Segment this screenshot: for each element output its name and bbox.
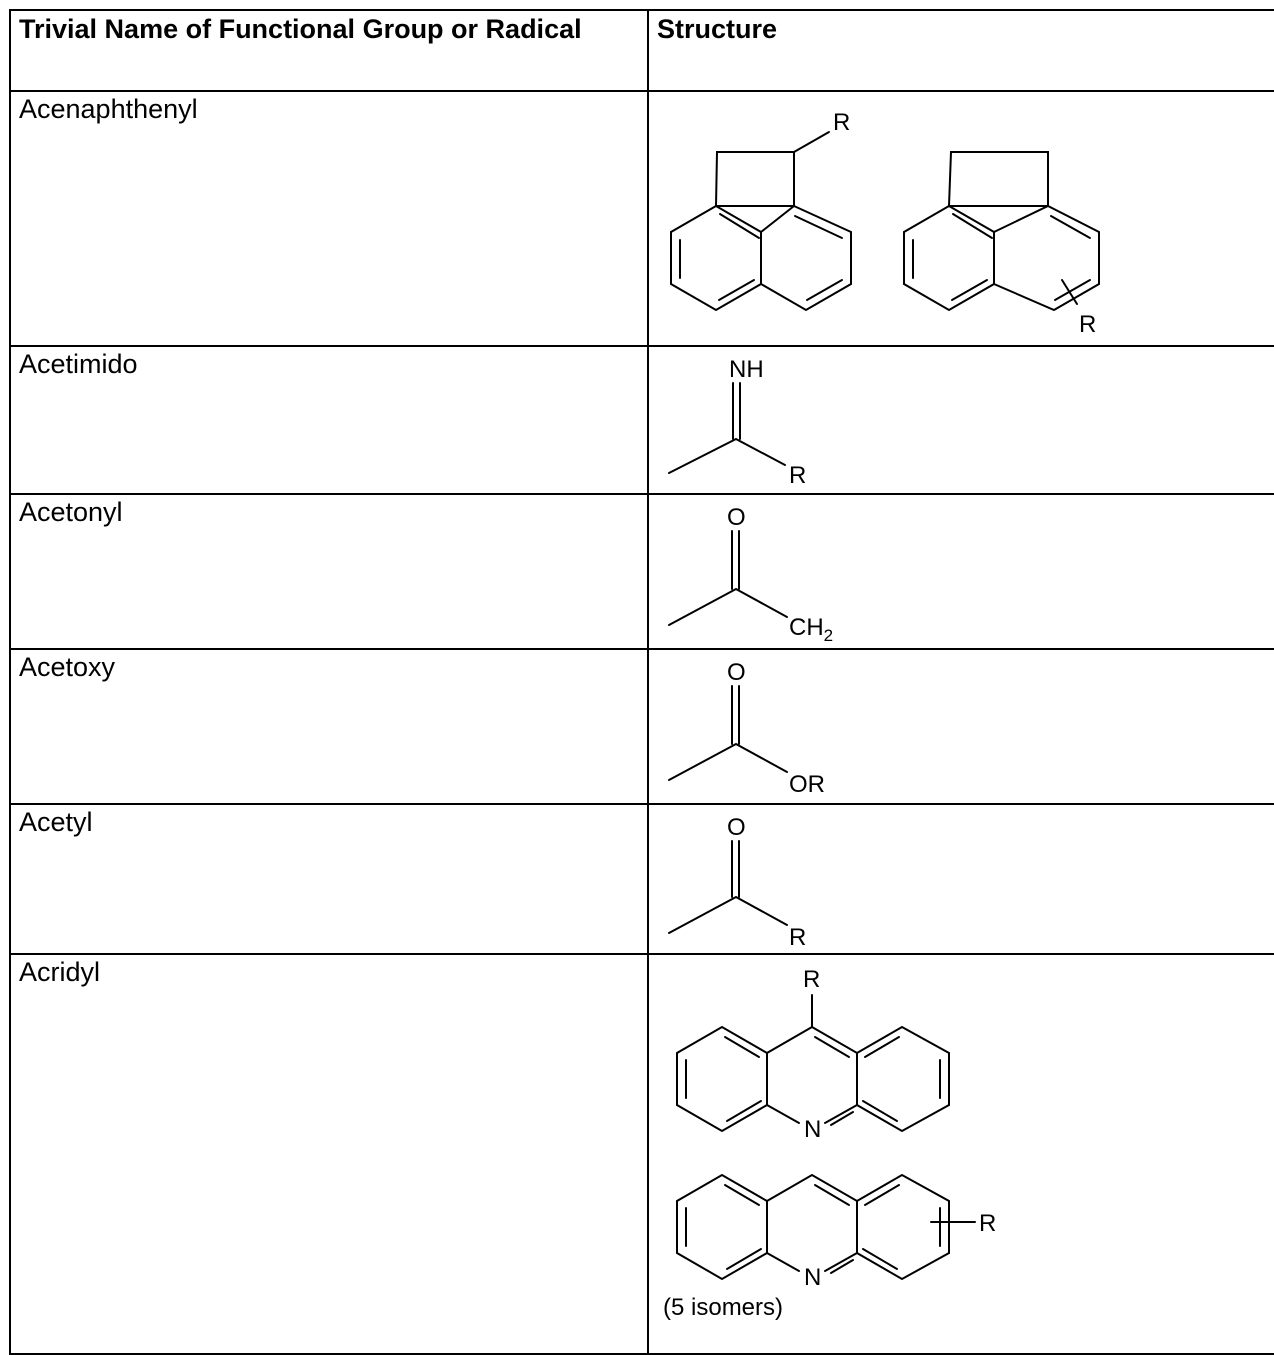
header-structure: Structure <box>647 9 1274 92</box>
r-label: R <box>833 109 850 136</box>
o-label: O <box>727 504 746 531</box>
table-row: Acetyl O R <box>9 803 1274 955</box>
or-label: OR <box>789 771 825 798</box>
nh-label: NH <box>729 356 764 383</box>
acenaphthenyl-structure: R R <box>670 109 1100 338</box>
functional-group-table: Trivial Name of Functional Group or Radi… <box>9 9 1274 1355</box>
group-name: Acetimido <box>19 349 138 379</box>
table-row: Acetoxy O OR <box>9 648 1274 805</box>
structure-cell: O CH2 <box>647 493 1274 650</box>
name-cell: Acetonyl <box>9 493 649 650</box>
table-row: Acridyl R N <box>9 953 1274 1355</box>
name-cell: Acetimido <box>9 345 649 495</box>
name-cell: Acridyl <box>9 953 649 1355</box>
structure-cell: O OR <box>647 648 1274 805</box>
r-label: R <box>979 1210 996 1237</box>
group-name: Acenaphthenyl <box>19 94 198 124</box>
structure-cell: O R <box>647 803 1274 955</box>
acenaphthenyl-isomer-1: R <box>670 109 852 312</box>
acridyl-structure: R N <box>663 966 996 1321</box>
acetoxy-structure: O OR <box>668 659 825 798</box>
table-row: Acetonyl O CH2 <box>9 493 1274 650</box>
name-cell: Acenaphthenyl <box>9 90 649 347</box>
acetyl-structure: O R <box>668 814 806 951</box>
o-label: O <box>727 659 746 686</box>
n-label: N <box>804 1116 821 1143</box>
structure-cell: NH R <box>647 345 1274 495</box>
r-label: R <box>1079 311 1096 338</box>
structure-cell: R N <box>647 953 1274 1355</box>
name-cell: Acetyl <box>9 803 649 955</box>
acetimido-structure: NH R <box>668 356 806 489</box>
o-label: O <box>727 814 746 841</box>
n-label: N <box>804 1264 821 1291</box>
acridyl-isomer-9: R N <box>676 966 950 1143</box>
group-name: Acetyl <box>19 807 93 837</box>
acenaphthenyl-isomer-2: R <box>903 151 1100 338</box>
acetonyl-structure: O CH2 <box>668 504 833 645</box>
r-label: R <box>789 462 806 489</box>
ch2-label: CH2 <box>789 614 833 645</box>
table-row: Acenaphthenyl R <box>9 90 1274 347</box>
header-name: Trivial Name of Functional Group or Radi… <box>9 9 649 92</box>
isomer-note: (5 isomers) <box>663 1294 783 1321</box>
r-label: R <box>803 966 820 993</box>
group-name: Acridyl <box>19 957 101 987</box>
group-name: Acetonyl <box>19 497 123 527</box>
table-header-row: Trivial Name of Functional Group or Radi… <box>9 9 1274 92</box>
name-cell: Acetoxy <box>9 648 649 805</box>
structure-cell: R R <box>647 90 1274 347</box>
header-name-text: Trivial Name of Functional Group or Radi… <box>19 14 582 44</box>
acridyl-isomer-ring: N R <box>676 1173 996 1291</box>
group-name: Acetoxy <box>19 652 116 682</box>
table-row: Acetimido NH R <box>9 345 1274 495</box>
r-label: R <box>789 924 806 951</box>
header-structure-text: Structure <box>657 14 778 44</box>
